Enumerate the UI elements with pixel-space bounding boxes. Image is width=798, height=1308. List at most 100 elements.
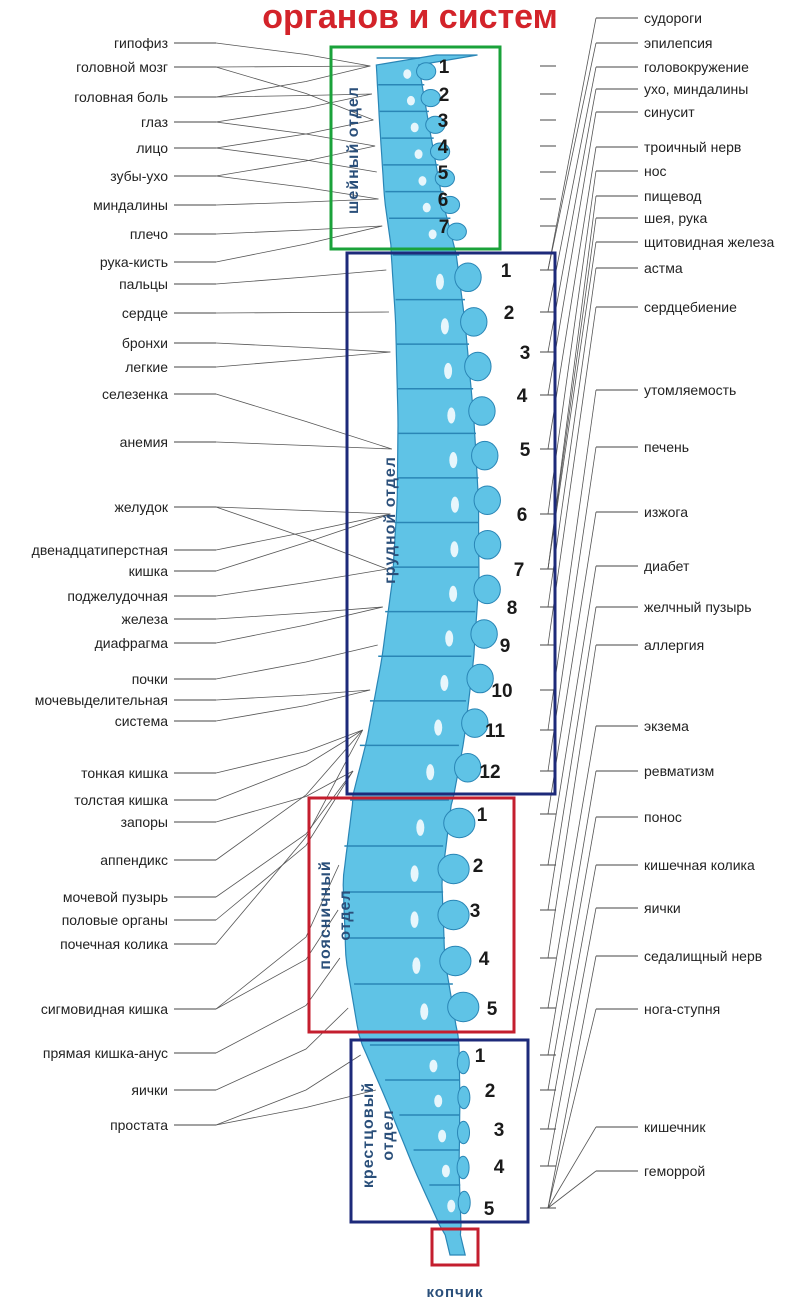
sacral-vertebra-number: 5: [484, 1199, 495, 1220]
left-label: двенадцатиперстная: [32, 542, 168, 558]
thoracic-vertebra-number: 6: [517, 505, 528, 526]
left-label: гипофиз: [114, 35, 168, 51]
left-label: железа: [121, 611, 168, 627]
right-label: ревматизм: [644, 763, 714, 779]
right-label: изжога: [644, 504, 688, 520]
left-label: головная боль: [74, 89, 168, 105]
left-label: миндалины: [93, 197, 168, 213]
sacral-vertebra-number: 3: [494, 1120, 505, 1141]
left-label: кишка: [129, 563, 169, 579]
left-label: яички: [131, 1082, 168, 1098]
thoracic-vertebra-number: 9: [500, 636, 511, 657]
thoracic-vertebra-number: 2: [504, 303, 515, 324]
thoracic-vertebra-number: 4: [517, 386, 528, 407]
left-label: зубы-ухо: [110, 168, 168, 184]
right-label: астма: [644, 260, 683, 276]
right-label: судороги: [644, 10, 702, 26]
left-label: сердце: [122, 305, 168, 321]
left-label: лицо: [136, 140, 168, 156]
left-label: система: [115, 713, 168, 729]
right-label: эпилепсия: [644, 35, 712, 51]
cervical-vertebra-number: 3: [438, 111, 449, 132]
left-label: диафрагма: [95, 635, 169, 651]
thoracic-vertebra-number: 3: [520, 343, 531, 364]
left-label: плечо: [130, 226, 168, 242]
left-label: тонкая кишка: [81, 765, 168, 781]
left-label: сигмовидная кишка: [41, 1001, 168, 1017]
page-title: органов и систем: [262, 0, 558, 36]
cervical-vertebra-number: 7: [439, 217, 450, 238]
thoracic-vertebra-number: 10: [491, 681, 512, 702]
cervical-vertebra-number: 2: [439, 85, 450, 106]
left-label: бронхи: [122, 335, 168, 351]
thoracic-vertebra-number: 5: [520, 440, 531, 461]
right-label: ухо, миндалины: [644, 81, 748, 97]
left-labels: гипофиз головной мозг головная боль глаз лиц…: [32, 35, 169, 1133]
sacral-vertebra-number: 2: [485, 1081, 496, 1102]
left-label: селезенка: [102, 386, 168, 402]
lumbar-vertebra-number: 3: [470, 901, 481, 922]
right-label: синусит: [644, 104, 695, 120]
lumbar-vertebra-number: 5: [487, 999, 498, 1020]
lumbar-section-label-2: отдел: [337, 889, 354, 940]
right-label: кишечная колика: [644, 857, 755, 873]
right-label: седалищный нерв: [644, 948, 762, 964]
cervical-vertebra-number: 1: [439, 57, 450, 78]
left-label: пальцы: [119, 276, 168, 292]
cervical-vertebra-number: 5: [438, 163, 449, 184]
left-label: почки: [132, 671, 168, 687]
right-label: нос: [644, 163, 667, 179]
cervical-section-label: шейный отдел: [345, 86, 362, 214]
right-labels: судороги эпилепсия головокружение ухо, минд…: [644, 10, 775, 1179]
spine-illustration: [343, 55, 501, 1255]
right-label: желчный пузырь: [644, 599, 752, 615]
thoracic-vertebra-number: 11: [485, 721, 506, 742]
cervical-vertebra-number: 4: [438, 137, 449, 158]
right-label: щитовидная железа: [644, 234, 775, 250]
left-label: почечная колика: [60, 936, 168, 952]
left-label: рука-кисть: [100, 254, 168, 270]
lumbar-vertebra-number: 1: [477, 805, 488, 826]
lumbar-section-label-1: поясничный: [317, 860, 334, 969]
thoracic-vertebra-number: 7: [514, 560, 525, 581]
sacral-section-label-1: крестцовый: [360, 1082, 377, 1188]
left-label: мочевыделительная: [35, 692, 168, 708]
right-label: аллергия: [644, 637, 704, 653]
thoracic-section-label: грудной отдел: [382, 456, 399, 584]
left-label: простата: [110, 1117, 168, 1133]
left-label: мочевой пузырь: [63, 889, 168, 905]
left-label: половые органы: [62, 912, 168, 928]
left-label: аппендикс: [100, 852, 168, 868]
right-label: троичный нерв: [644, 139, 741, 155]
right-label: сердцебиение: [644, 299, 737, 315]
left-label: толстая кишка: [74, 792, 168, 808]
right-label: пищевод: [644, 188, 701, 204]
left-label: поджелудочная: [67, 588, 168, 604]
right-label: головокружение: [644, 59, 749, 75]
right-label: шея, рука: [644, 210, 707, 226]
cervical-vertebra-number: 6: [438, 190, 449, 211]
left-label: глаз: [141, 114, 168, 130]
left-label: прямая кишка-анус: [43, 1045, 168, 1061]
lumbar-vertebra-number: 2: [473, 856, 484, 877]
left-label: легкие: [125, 359, 168, 375]
sacral-section-label-2: отдел: [380, 1109, 397, 1160]
lumbar-vertebra-number: 4: [479, 949, 490, 970]
coccyx-label: копчик: [427, 1284, 484, 1301]
thoracic-vertebra-number: 8: [507, 598, 518, 619]
right-label: диабет: [644, 558, 690, 574]
left-label: запоры: [121, 814, 168, 830]
sacral-vertebra-number: 1: [475, 1046, 486, 1067]
left-label: головной мозг: [76, 59, 168, 75]
left-label: анемия: [120, 434, 168, 450]
right-label: экзема: [644, 718, 689, 734]
right-label: нога-ступня: [644, 1001, 720, 1017]
sacral-vertebra-number: 4: [494, 1157, 505, 1178]
thoracic-vertebra-number: 12: [479, 762, 500, 783]
right-label: кишечник: [644, 1119, 706, 1135]
thoracic-vertebra-number: 1: [501, 261, 512, 282]
right-label: печень: [644, 439, 689, 455]
right-label: яички: [644, 900, 681, 916]
right-label: геморрой: [644, 1163, 705, 1179]
